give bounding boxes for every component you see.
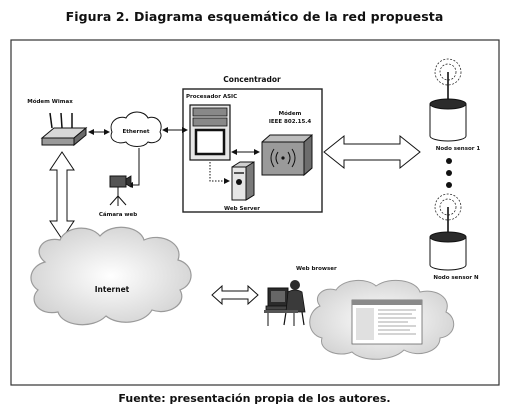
user-at-computer-icon bbox=[264, 280, 306, 326]
web-server-icon bbox=[231, 161, 255, 201]
sensor-node-n-label: Nodo sensor N bbox=[433, 275, 479, 281]
ellipsis-dot bbox=[446, 158, 452, 164]
browser-window-icon bbox=[351, 299, 423, 345]
ellipsis-dot bbox=[446, 170, 452, 176]
internet-cloud bbox=[30, 226, 192, 326]
sensor-node-1-label: Nodo sensor 1 bbox=[436, 146, 481, 152]
ellipsis-dot bbox=[446, 182, 452, 188]
modem-ieee-label-line2: IEEE 802.15.4 bbox=[269, 119, 312, 125]
modem-wimax-label: Módem Wimax bbox=[27, 98, 73, 105]
web-camera-icon bbox=[109, 175, 132, 206]
web-server-label: Web Server bbox=[224, 206, 260, 212]
figure-source: Fuente: presentación propia de los autor… bbox=[118, 392, 391, 405]
wimax-router-icon bbox=[40, 112, 88, 147]
procesador-label: Procesador ASIC bbox=[186, 94, 237, 100]
concentrador-sensors-arrow bbox=[323, 134, 421, 170]
internet-label: Internet bbox=[95, 285, 130, 294]
ethernet-camera-link bbox=[127, 148, 140, 188]
modem-ieee-label-line1: Módem bbox=[279, 110, 302, 117]
concentrador-label: Concentrador bbox=[223, 75, 281, 84]
radio-modem-icon bbox=[261, 133, 313, 177]
ethernet-label: Ethernet bbox=[122, 129, 149, 135]
camera-label: Cámara web bbox=[99, 211, 137, 218]
internet-browser-arrow bbox=[211, 284, 259, 306]
sensor-node-n-icon bbox=[429, 193, 467, 271]
processor-chip-icon bbox=[189, 104, 231, 161]
sensor-node-1-icon bbox=[429, 58, 467, 142]
web-browser-label: Web browser bbox=[296, 266, 337, 272]
wimax-internet-arrow bbox=[49, 151, 75, 240]
asic-webserver-link bbox=[209, 162, 230, 184]
ethernet-cloud bbox=[110, 111, 162, 147]
diagram-frame bbox=[10, 39, 500, 386]
figure-title: Figura 2. Diagrama esquemático de la red… bbox=[65, 9, 444, 24]
